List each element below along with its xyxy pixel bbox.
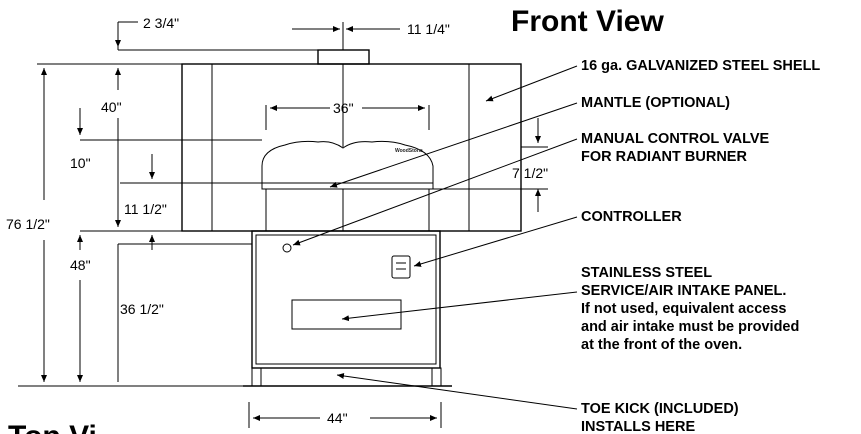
callout-panel-line5: at the front of the oven. <box>581 337 742 353</box>
brand-mark: WoodStone <box>395 148 423 154</box>
leg-right <box>431 367 442 387</box>
cabinet-body <box>251 230 441 369</box>
callout-toe-kick-line1: TOE KICK (INCLUDED) <box>581 401 739 417</box>
dim-upper-height: 40" <box>101 99 122 115</box>
mantle-band <box>261 182 434 190</box>
callout-leaders <box>292 65 578 410</box>
callout-shell: 16 ga. GALVANIZED STEEL SHELL <box>581 58 820 74</box>
leg-left <box>251 367 262 387</box>
callout-panel-line2: SERVICE/AIR INTAKE PANEL. <box>581 283 786 299</box>
cabinet-inner-edge <box>255 234 437 365</box>
panel-leader <box>341 291 578 322</box>
dim-cabinet-height: 36 1/2" <box>120 301 164 317</box>
flue-pipe <box>317 49 370 65</box>
callout-toe-kick-line2: INSTALLS HERE <box>581 419 695 434</box>
controller-box <box>391 255 411 279</box>
dim-overall-height: 76 1/2" <box>6 216 50 232</box>
dim-lower-gap: 11 1/2" <box>124 201 167 217</box>
dim-base-width: 44" <box>327 410 348 426</box>
callout-valve-line1: MANUAL CONTROL VALVE <box>581 131 770 147</box>
dim-flue-width: 11 1/4" <box>407 21 450 37</box>
toe-kick-leader <box>336 373 578 410</box>
callout-panel-line3: If not used, equivalent access <box>581 301 787 317</box>
callouts: 16 ga. GALVANIZED STEEL SHELL MANTLE (OP… <box>581 58 820 434</box>
dimension-lines: 2 3/4" 11 1/4" 40" 36" 10" 7 1/2" 11 1/2… <box>6 15 548 428</box>
service-intake-panel <box>291 299 402 330</box>
valve-leader <box>292 138 578 246</box>
dim-mantle-height: 7 1/2" <box>512 165 548 181</box>
callout-panel-line1: STAINLESS STEEL <box>581 265 712 281</box>
dim-stand-height: 48" <box>70 257 91 273</box>
callout-panel-line4: and air intake must be provided <box>581 319 799 335</box>
dim-dome-height: 10" <box>70 155 91 171</box>
shell-leader <box>485 65 578 102</box>
dim-mantle-width: 36" <box>333 100 354 116</box>
controller-leader <box>413 216 578 267</box>
oven-drawing: WoodStone <box>18 49 522 387</box>
callout-valve-line2: FOR RADIANT BURNER <box>581 149 747 165</box>
dim-flue-offset: 2 3/4" <box>143 15 179 31</box>
oven-dome-outline <box>261 140 434 183</box>
callout-controller: CONTROLLER <box>581 209 682 225</box>
oven-shell <box>181 63 522 232</box>
callout-mantle: MANTLE (OPTIONAL) <box>581 95 730 111</box>
control-valve-knob <box>282 243 292 253</box>
page-title: Front View <box>511 5 664 38</box>
mantle-leader <box>329 102 578 188</box>
next-section-title: Top Vi <box>8 420 97 434</box>
